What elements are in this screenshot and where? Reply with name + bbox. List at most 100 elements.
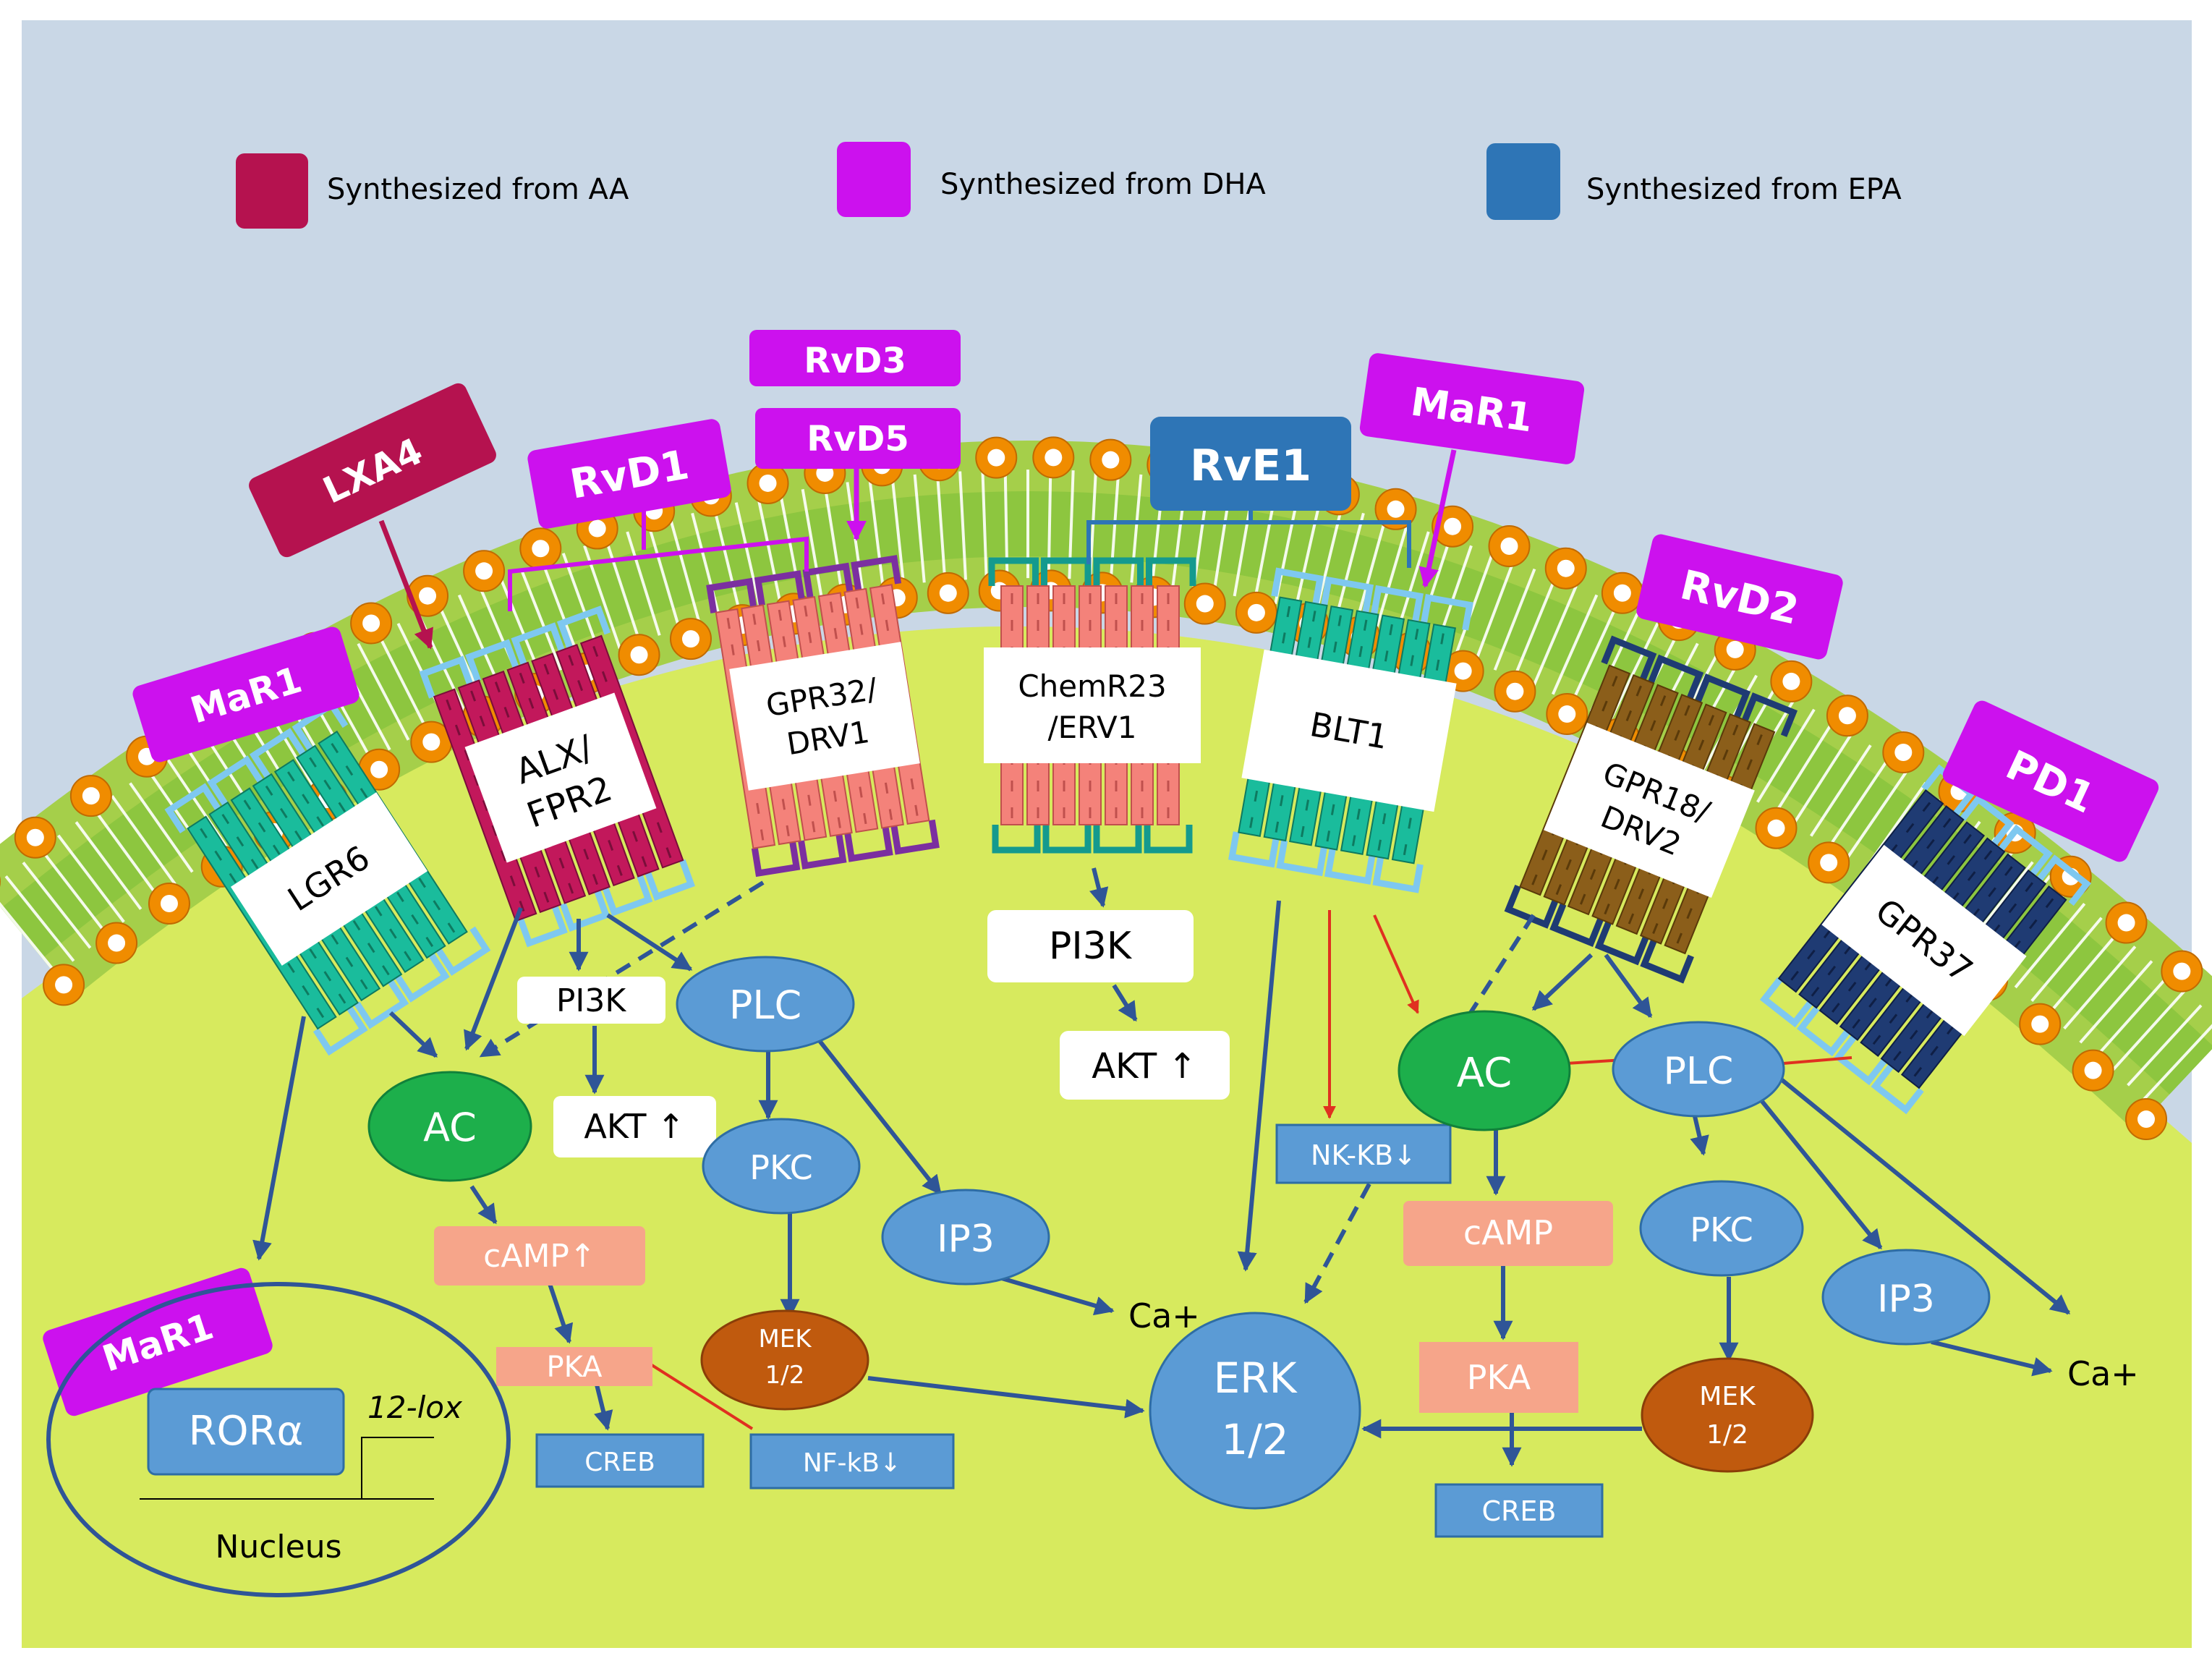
helix-stripe [1614, 878, 1620, 890]
node-box [1275, 1123, 1452, 1184]
arrow-icon [1778, 1076, 2071, 1315]
helix-stripe [1674, 729, 1680, 741]
ligand-box [1942, 700, 2159, 862]
node-shape [1821, 1249, 1991, 1346]
intracellular-loop [354, 980, 409, 1029]
extracellular-loop [207, 755, 263, 806]
helix-stripe [519, 672, 525, 684]
lipid-head-center [422, 733, 441, 751]
lipid-head-center [1894, 743, 1913, 761]
node-box [535, 1433, 705, 1488]
intracellular-loop [1228, 831, 1280, 868]
helix-stripe [863, 812, 867, 825]
intracellular-loop [751, 841, 801, 878]
lipid-head-center [1557, 559, 1575, 577]
node-plc-2: PLC [1612, 1021, 1785, 1118]
helix-stripe [910, 778, 914, 790]
ligand-box [43, 1267, 273, 1416]
node-label: cAMP [1463, 1213, 1553, 1252]
helix-stripe [534, 866, 540, 878]
legend-label-epa: Synthesized from EPA [1586, 173, 1902, 206]
nucleus-envelope [46, 1282, 511, 1597]
arrow-icon [469, 1185, 498, 1225]
lipid-head-center [82, 787, 100, 805]
lipid-head-center [532, 540, 550, 558]
arrow-icon [1604, 953, 1653, 1019]
intracellular-loop [395, 953, 450, 1003]
helix-stripe [1893, 1050, 1902, 1061]
arrow-icon [1089, 867, 1109, 908]
extracellular-loop [754, 570, 805, 606]
helix-stripe [1601, 700, 1608, 712]
receptor-loops [988, 557, 1196, 854]
node-shape [676, 956, 855, 1053]
helix-stripe [1889, 1014, 1898, 1024]
helix-stripe [1872, 1034, 1881, 1045]
helix-stripe [756, 802, 760, 815]
helix-stripe [1555, 884, 1562, 896]
lipid-head-center [2117, 914, 2135, 932]
helix-stripe [352, 920, 361, 931]
node-nfkb-1: NF-kB↓ [749, 1433, 955, 1490]
lipid-head-center [939, 584, 957, 602]
intracellular-loop [1042, 825, 1092, 854]
extracellular-loop [419, 655, 473, 699]
extracellular-loop [802, 562, 854, 598]
helix-stripe [665, 847, 672, 859]
helix-stripe [1790, 970, 1799, 981]
helix-stripe [302, 985, 310, 996]
node-pi3k-1: PI3K [517, 977, 665, 1024]
intracellular-loop [312, 1006, 368, 1056]
node-ca-2: Ca+ [2067, 1354, 2139, 1393]
helix-stripe [592, 645, 599, 658]
helix-stripe [543, 663, 550, 675]
helix-stripe [760, 829, 765, 841]
helix-stripe [543, 891, 550, 903]
helix-stripe [2045, 898, 2054, 909]
node-label: IP3 [1877, 1278, 1935, 1321]
helix-stripe [1286, 606, 1291, 618]
helix-stripe [446, 699, 452, 710]
helix-stripe [786, 825, 790, 837]
lipid-head-center [160, 895, 178, 913]
node-box [434, 1226, 645, 1286]
legend-swatch-aa [236, 153, 308, 229]
node-label: CREB [1481, 1495, 1556, 1527]
extracellular-loop [511, 622, 565, 666]
node-mek-2: MEK 1/2 [1641, 1357, 1814, 1473]
node-label: PKC [749, 1148, 813, 1187]
intracellular-loop [992, 825, 1041, 854]
helix-stripe [1612, 676, 1618, 687]
helix-stripe [1659, 695, 1667, 707]
helix-stripe [338, 802, 346, 812]
helix-stripe [1698, 739, 1705, 751]
helix-stripe [782, 636, 786, 647]
receptor-label-box [1241, 649, 1457, 812]
node-shape [1641, 1357, 1814, 1473]
helix-stripe [1382, 813, 1387, 825]
helix-stripe [1852, 1019, 1861, 1029]
signaling-arrows [252, 867, 2071, 1467]
lipid-head-center [1196, 595, 1214, 613]
node-label: CREB [584, 1448, 655, 1477]
ligand-label: RvD5 [807, 419, 909, 459]
helix-stripe [1746, 759, 1753, 770]
receptor-blt1: BLT1 [1228, 567, 1473, 893]
helix-stripe [200, 828, 208, 838]
receptor-label-box [1544, 722, 1755, 898]
intracellular-loop [1797, 1006, 1850, 1057]
receptor-label-box [230, 792, 428, 966]
arrow-icon [479, 880, 765, 1058]
helix-stripe [464, 749, 470, 761]
helix-stripe [309, 757, 317, 768]
extracellular-loop [1648, 654, 1704, 700]
helix-stripe [1351, 835, 1356, 846]
helix-stripe [1722, 749, 1729, 760]
helix-stripe [1708, 715, 1715, 726]
ligand-mar1-left: MaR1 [132, 626, 360, 762]
helix-stripe [279, 807, 288, 819]
extracellular-loop [1371, 585, 1424, 622]
receptor-chemr23-erv1: ChemR23 /ERV1 [984, 557, 1201, 854]
helix-stripe [250, 859, 259, 870]
